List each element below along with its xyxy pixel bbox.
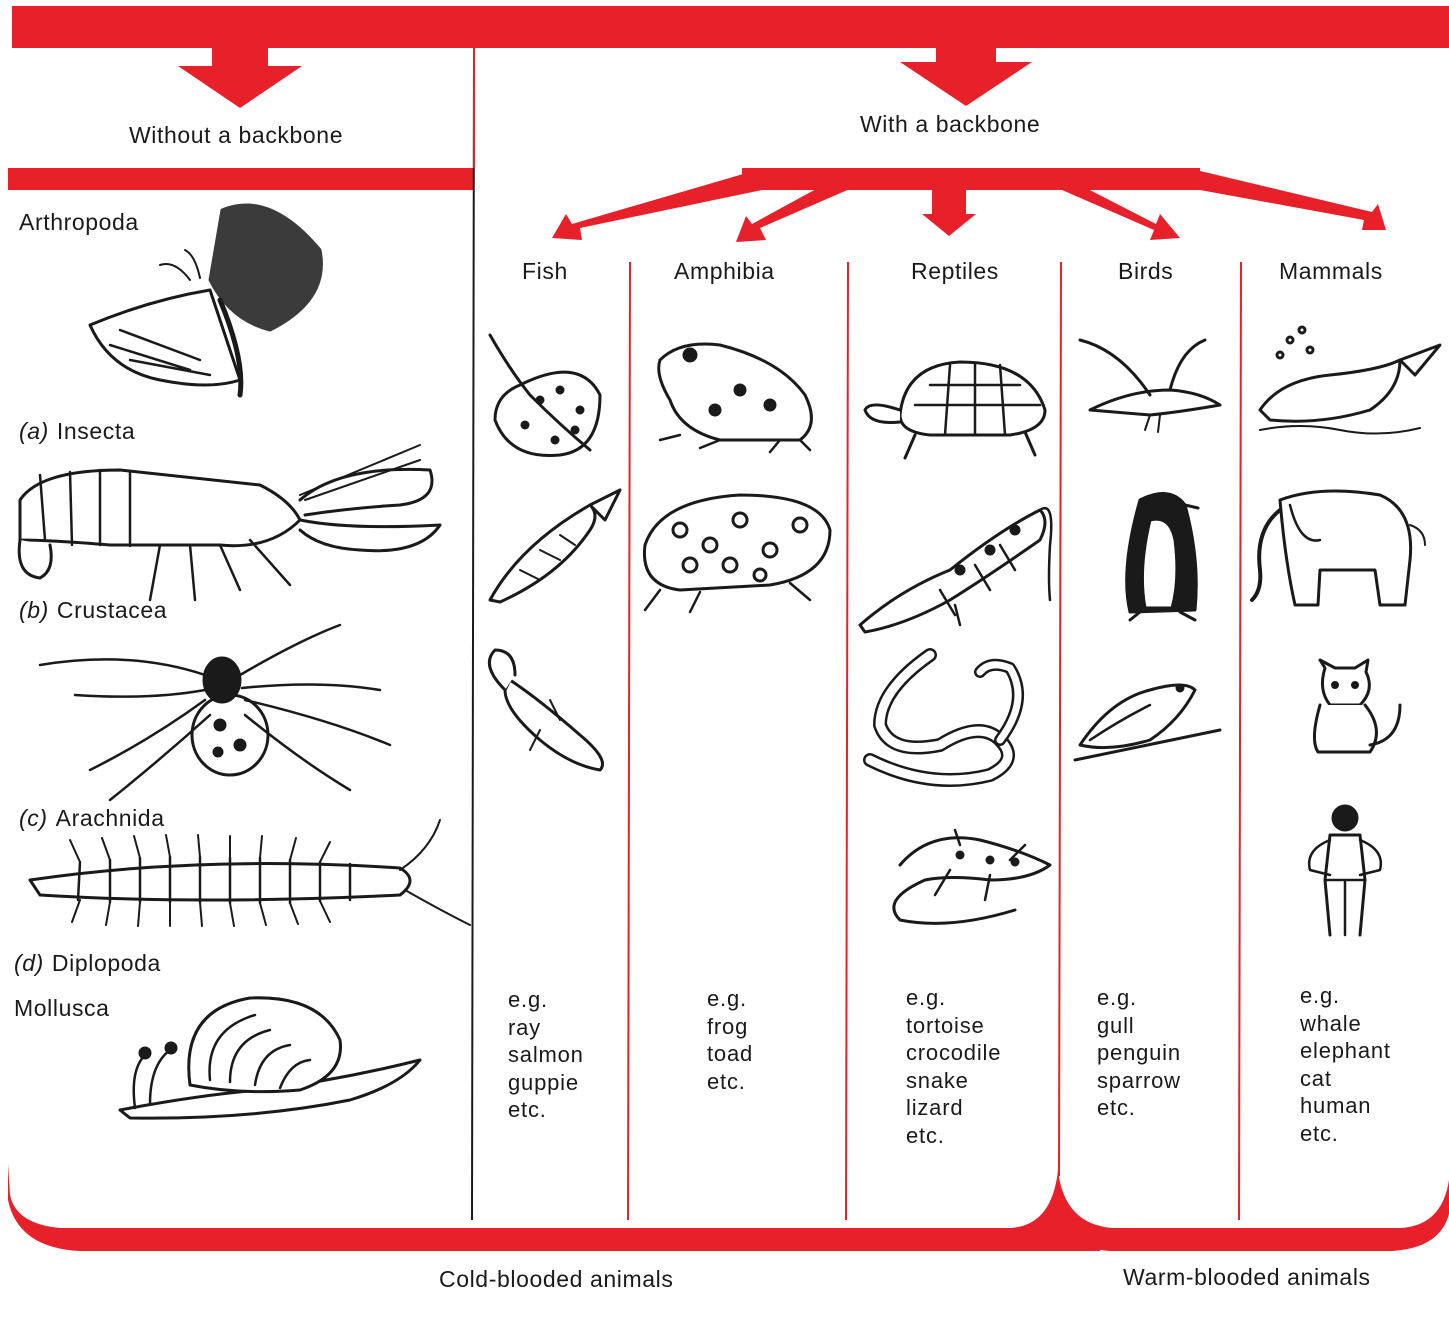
divider-fish-amphibia [628, 262, 630, 1220]
spider-icon [40, 625, 390, 800]
centipede-icon [30, 820, 470, 926]
warm-blooded-label: Warm-blooded animals [1123, 1266, 1371, 1289]
salmon-icon [490, 490, 620, 602]
divider-birds-mammals [1239, 262, 1241, 1220]
snail-icon [120, 998, 420, 1118]
ray-icon [490, 335, 600, 456]
class-mammals: Mammals [1279, 260, 1383, 283]
class-insecta: (a)Insecta [19, 420, 135, 443]
crocodile-icon [860, 508, 1051, 632]
cold-blooded-brace [8, 1164, 1110, 1251]
phylum-mollusca: Mollusca [14, 997, 110, 1020]
sparrow-icon [1075, 685, 1220, 760]
tortoise-icon [865, 362, 1045, 458]
invertebrate-bar [8, 168, 474, 190]
lobster-icon [19, 445, 440, 600]
divider-reptiles-birds [1059, 262, 1061, 1176]
penguin-icon [1127, 494, 1198, 620]
class-crustacea: (b)Crustacea [19, 599, 167, 622]
class-diplopoda: (d)Diplopoda [14, 952, 161, 975]
class-birds: Birds [1118, 260, 1173, 283]
class-arachnida: (c)Arachnida [19, 807, 165, 830]
frog-icon [659, 344, 812, 452]
divider-amphibia-reptiles [846, 262, 848, 1220]
examples-reptiles: e.g. tortoise crocodile snake lizard etc… [906, 984, 1001, 1150]
class-fish: Fish [522, 260, 568, 283]
class-amphibia: Amphibia [674, 260, 775, 283]
examples-amphibia: e.g. frog toad etc. [707, 985, 753, 1095]
cat-icon [1314, 660, 1400, 752]
guppy-icon [489, 650, 602, 770]
arrow-to-mammals [1196, 170, 1386, 230]
vertebrate-bar [742, 168, 1200, 190]
top-bar [12, 6, 1449, 48]
toad-icon [644, 495, 830, 612]
phylum-arthropoda: Arthropoda [19, 211, 139, 234]
arrow-to-fish [552, 172, 762, 240]
examples-fish: e.g. ray salmon guppie etc. [508, 986, 584, 1124]
without-backbone-label: Without a backbone [129, 124, 343, 147]
arrow-to-reptiles [922, 188, 976, 236]
examples-mammals: e.g. whale elephant cat human etc. [1300, 982, 1391, 1148]
divider-backbone [472, 48, 474, 1220]
human-icon [1309, 806, 1381, 935]
snake-icon [870, 655, 1018, 780]
gull-icon [1080, 340, 1220, 432]
lizard-icon [894, 830, 1050, 923]
examples-birds: e.g. gull penguin sparrow etc. [1097, 984, 1181, 1122]
class-reptiles: Reptiles [911, 260, 999, 283]
warm-blooded-brace [1058, 1170, 1449, 1251]
arrow-without-backbone [178, 48, 302, 108]
whale-icon [1260, 327, 1440, 434]
elephant-icon [1252, 491, 1425, 605]
with-backbone-label: With a backbone [860, 113, 1040, 136]
cold-blooded-label: Cold-blooded animals [439, 1268, 673, 1291]
arrow-with-backbone [900, 48, 1032, 106]
